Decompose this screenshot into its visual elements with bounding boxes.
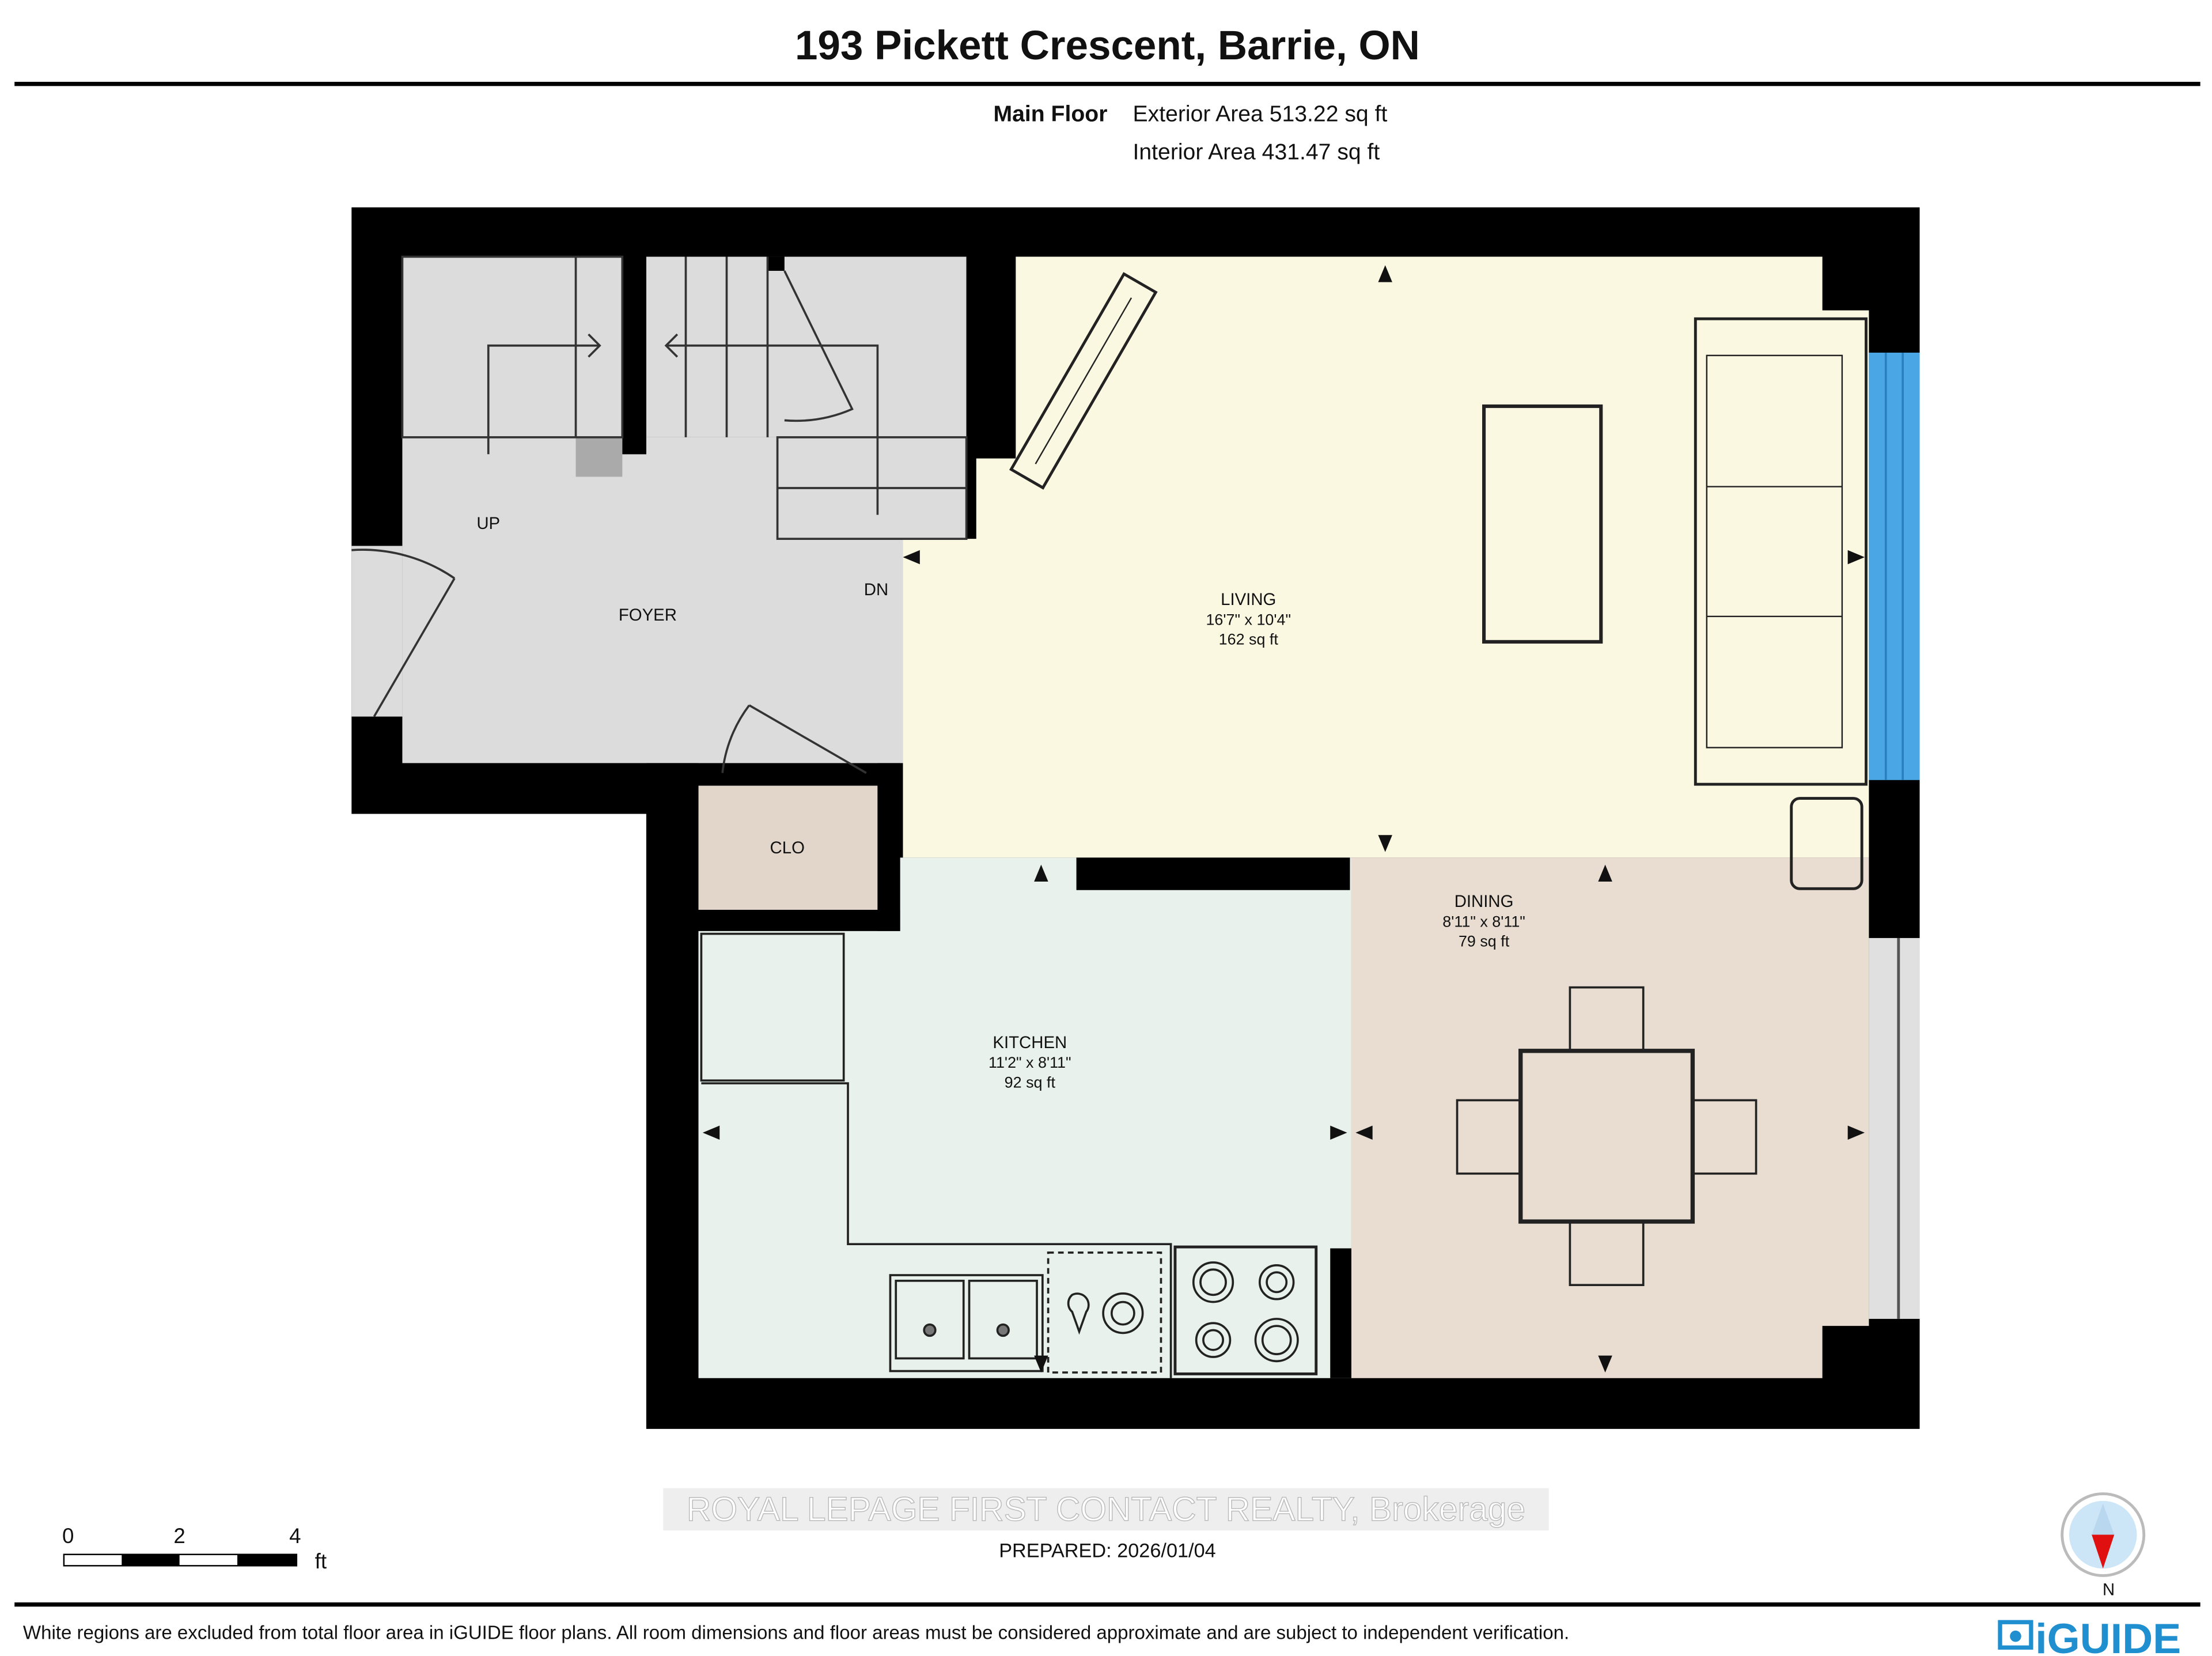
footer-rule (14, 1602, 2200, 1607)
scale-unit: ft (315, 1549, 327, 1573)
watermark-band (663, 1488, 1549, 1531)
watermark: ROYAL LEPAGE FIRST CONTACT REALTY, Broke… (687, 1491, 1525, 1528)
dining-room (1351, 857, 1869, 1378)
entry-door (351, 549, 456, 717)
foyer-room (351, 256, 1016, 763)
stairs (401, 255, 968, 540)
compass-north-label: N (2103, 1581, 2115, 1600)
dining-table-set (1456, 986, 1758, 1287)
coffee-table (1482, 404, 1603, 644)
sink (889, 1274, 1044, 1373)
interior-wall (877, 763, 900, 931)
living-area: 162 sq ft (1219, 631, 1279, 648)
side-table (1790, 797, 1863, 890)
living-dims: 16'7" x 10'4" (1206, 611, 1291, 628)
scale-tick-label: 0 (62, 1524, 74, 1548)
foyer-label: FOYER (619, 606, 677, 625)
dining-area: 79 sq ft (1459, 933, 1510, 950)
patio-door (1869, 937, 1920, 1319)
dishwasher (1047, 1252, 1162, 1374)
sofa (1694, 317, 1868, 786)
dimension-markers (702, 265, 1865, 1373)
interior-wall (1330, 1248, 1351, 1378)
kitchen-room (698, 857, 1351, 1378)
closet-room (698, 785, 878, 910)
kitchen-dims: 11'2" x 8'11" (988, 1054, 1071, 1071)
living-furniture (1009, 272, 1868, 890)
stove (1173, 1245, 1318, 1375)
dn-label: DN (864, 580, 888, 599)
svg-text:iGUIDE: iGUIDE (2035, 1615, 2181, 1656)
dining-dims: 8'11" x 8'11" (1442, 913, 1525, 930)
kitchen-area: 92 sq ft (1005, 1073, 1056, 1091)
scale-tick-label: 2 (173, 1524, 185, 1548)
disclaimer: White regions are excluded from total fl… (23, 1623, 1569, 1644)
up-label: UP (476, 514, 500, 533)
floor-name: Main Floor (993, 102, 1107, 127)
window (1869, 353, 1920, 780)
living-label: LIVING (1221, 590, 1276, 609)
kitchen-label: KITCHEN (993, 1033, 1067, 1052)
page-title: 193 Pickett Crescent, Barrie, ON (795, 23, 1420, 69)
interior-wall (1076, 857, 1350, 890)
scale-tick-label: 4 (289, 1524, 301, 1548)
living-room (903, 256, 1869, 858)
iguide-logo: iGUIDE (1998, 1615, 2181, 1656)
closet-label: CLO (770, 838, 805, 857)
interior-area: Interior Area 431.47 sq ft (1133, 140, 1380, 165)
scale-bar: 0 2 4 ft (62, 1524, 327, 1573)
interior-wall (698, 909, 900, 931)
closet-door (721, 704, 867, 774)
header-rule (14, 81, 2200, 86)
exterior-area: Exterior Area 513.22 sq ft (1133, 102, 1388, 127)
fridge (700, 932, 845, 1082)
compass-icon (2061, 1492, 2146, 1577)
interior-wall (646, 763, 699, 814)
kitchen-fixtures (700, 932, 1318, 1378)
prepared-date: PREPARED: 2026/01/04 (999, 1540, 1216, 1562)
dining-label: DINING (1455, 892, 1514, 911)
